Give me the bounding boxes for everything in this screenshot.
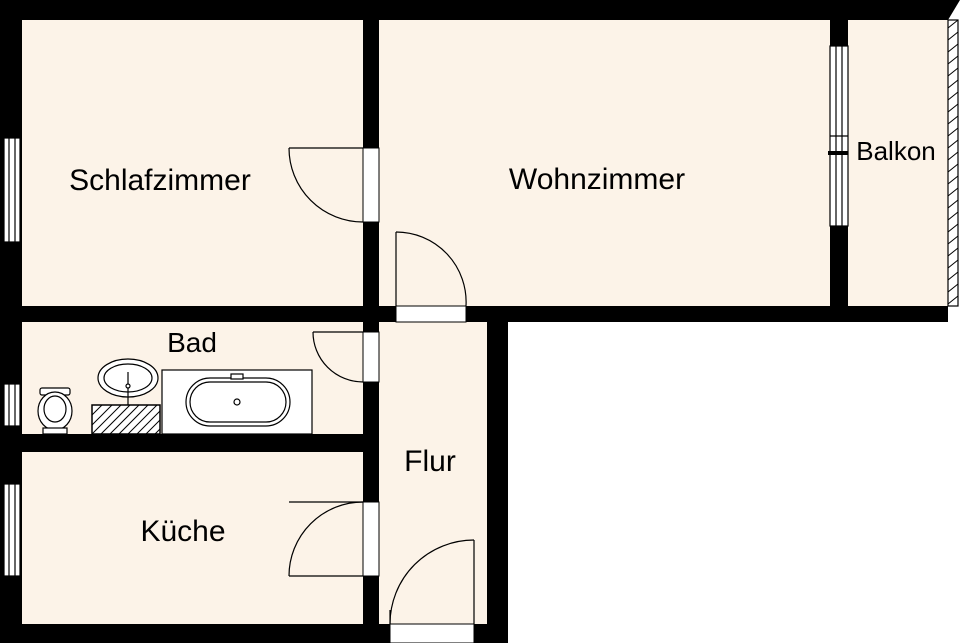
window-icon — [3, 45, 849, 577]
room-labels: Schlafzimmer Wohnzimmer Balkon Bad Küche… — [69, 136, 936, 548]
door-swing-icon — [288, 147, 475, 625]
floor-schlafzimmer — [22, 20, 363, 306]
vanity-cabinet — [91, 404, 161, 435]
sink-icon — [97, 358, 159, 406]
room-label-bad: Bad — [167, 327, 217, 358]
room-label-balkon: Balkon — [856, 136, 936, 166]
room-label-schlafzimmer: Schlafzimmer — [69, 164, 251, 197]
room-label-wohnzimmer: Wohnzimmer — [509, 163, 685, 196]
room-label-flur: Flur — [404, 445, 456, 478]
room-floors — [22, 20, 948, 624]
floor-wohnzimmer — [379, 20, 830, 306]
balkon-railing — [947, 19, 959, 307]
floor-flur — [379, 322, 487, 624]
balkon-door-handle — [828, 151, 848, 155]
floor-balkon — [848, 20, 948, 306]
bathtub-icon — [161, 369, 313, 435]
door-openings — [362, 147, 475, 643]
room-label-kueche: Küche — [140, 515, 225, 548]
toilet-icon — [37, 387, 73, 435]
floor-kueche — [22, 452, 363, 624]
